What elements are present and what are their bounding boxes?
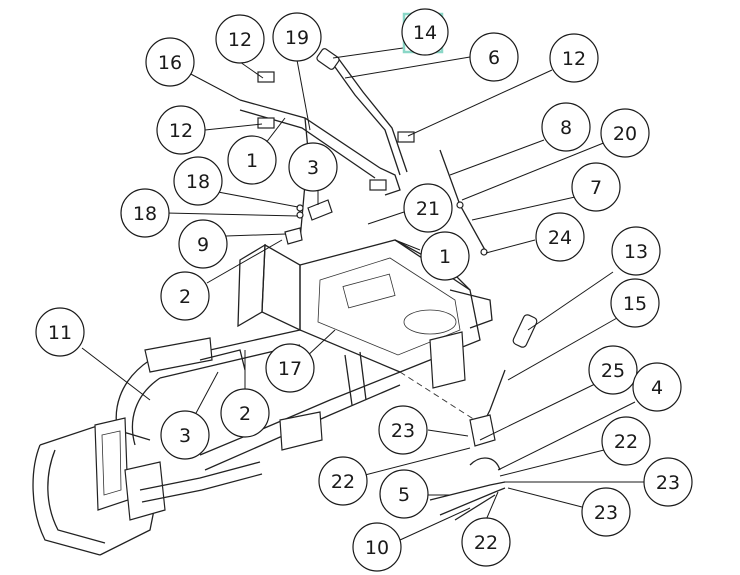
- svg-text:3: 3: [179, 425, 191, 447]
- svg-text:12: 12: [562, 48, 586, 70]
- callout-24[interactable]: 24: [535, 212, 585, 262]
- svg-text:18: 18: [186, 171, 210, 193]
- callout-12[interactable]: 12: [156, 105, 206, 155]
- callout-23[interactable]: 23: [581, 487, 631, 537]
- svg-text:16: 16: [158, 52, 182, 74]
- svg-text:9: 9: [197, 234, 209, 256]
- leader-lines: [81, 47, 645, 541]
- svg-text:11: 11: [48, 322, 72, 344]
- svg-text:20: 20: [613, 123, 637, 145]
- svg-text:3: 3: [307, 157, 319, 179]
- svg-text:24: 24: [548, 227, 572, 249]
- svg-text:1: 1: [439, 246, 451, 268]
- callout-23[interactable]: 23: [643, 457, 693, 507]
- svg-text:13: 13: [624, 241, 648, 263]
- svg-text:8: 8: [560, 117, 572, 139]
- svg-text:12: 12: [169, 120, 193, 142]
- svg-text:14: 14: [413, 22, 437, 44]
- svg-text:15: 15: [623, 293, 647, 315]
- callout-17[interactable]: 17: [265, 343, 315, 393]
- callout-14[interactable]: 14: [401, 8, 449, 56]
- callout-22[interactable]: 22: [318, 456, 368, 506]
- svg-text:12: 12: [228, 29, 252, 51]
- callout-10[interactable]: 10: [352, 522, 402, 572]
- svg-text:23: 23: [656, 472, 680, 494]
- callout-12[interactable]: 12: [215, 14, 265, 64]
- svg-text:7: 7: [590, 177, 602, 199]
- svg-text:23: 23: [391, 420, 415, 442]
- callout-22[interactable]: 22: [601, 416, 651, 466]
- svg-text:2: 2: [179, 286, 191, 308]
- svg-text:6: 6: [488, 47, 500, 69]
- callout-6[interactable]: 6: [469, 32, 519, 82]
- svg-text:18: 18: [133, 203, 157, 225]
- callout-23[interactable]: 23: [378, 405, 428, 455]
- callout-21[interactable]: 21: [403, 183, 453, 233]
- callouts: 14 6 12 16 12 19 12 1: [35, 8, 693, 572]
- callout-22[interactable]: 22: [461, 517, 511, 567]
- callout-3[interactable]: 3: [288, 142, 338, 192]
- svg-text:25: 25: [601, 360, 625, 382]
- svg-text:22: 22: [614, 431, 638, 453]
- callout-4[interactable]: 4: [632, 362, 682, 412]
- svg-text:1: 1: [246, 150, 258, 172]
- svg-text:17: 17: [278, 358, 302, 380]
- svg-text:19: 19: [285, 27, 309, 49]
- svg-text:23: 23: [594, 502, 618, 524]
- svg-text:5: 5: [398, 484, 410, 506]
- callout-20[interactable]: 20: [600, 108, 650, 158]
- callout-2[interactable]: 2: [220, 388, 270, 438]
- callout-8[interactable]: 8: [541, 102, 591, 152]
- svg-text:21: 21: [416, 198, 440, 220]
- callout-18[interactable]: 18: [173, 156, 223, 206]
- callout-12[interactable]: 12: [549, 33, 599, 83]
- svg-text:10: 10: [365, 537, 389, 559]
- callout-13[interactable]: 13: [611, 226, 661, 276]
- svg-text:22: 22: [331, 471, 355, 493]
- callout-1[interactable]: 1: [227, 135, 277, 185]
- callout-7[interactable]: 7: [571, 162, 621, 212]
- svg-text:4: 4: [651, 377, 663, 399]
- callout-25[interactable]: 25: [588, 345, 638, 395]
- callout-2[interactable]: 2: [160, 271, 210, 321]
- svg-text:22: 22: [474, 532, 498, 554]
- callout-1[interactable]: 1: [420, 231, 470, 281]
- callout-18[interactable]: 18: [120, 188, 170, 238]
- callout-15[interactable]: 15: [610, 278, 660, 328]
- callout-19[interactable]: 19: [272, 12, 322, 62]
- callout-9[interactable]: 9: [178, 219, 228, 269]
- callout-5[interactable]: 5: [379, 469, 429, 519]
- callout-3[interactable]: 3: [160, 410, 210, 460]
- callout-16[interactable]: 16: [145, 37, 195, 87]
- svg-text:2: 2: [239, 403, 251, 425]
- chassis-frame-drawing: [32, 48, 538, 556]
- callout-11[interactable]: 11: [35, 307, 85, 357]
